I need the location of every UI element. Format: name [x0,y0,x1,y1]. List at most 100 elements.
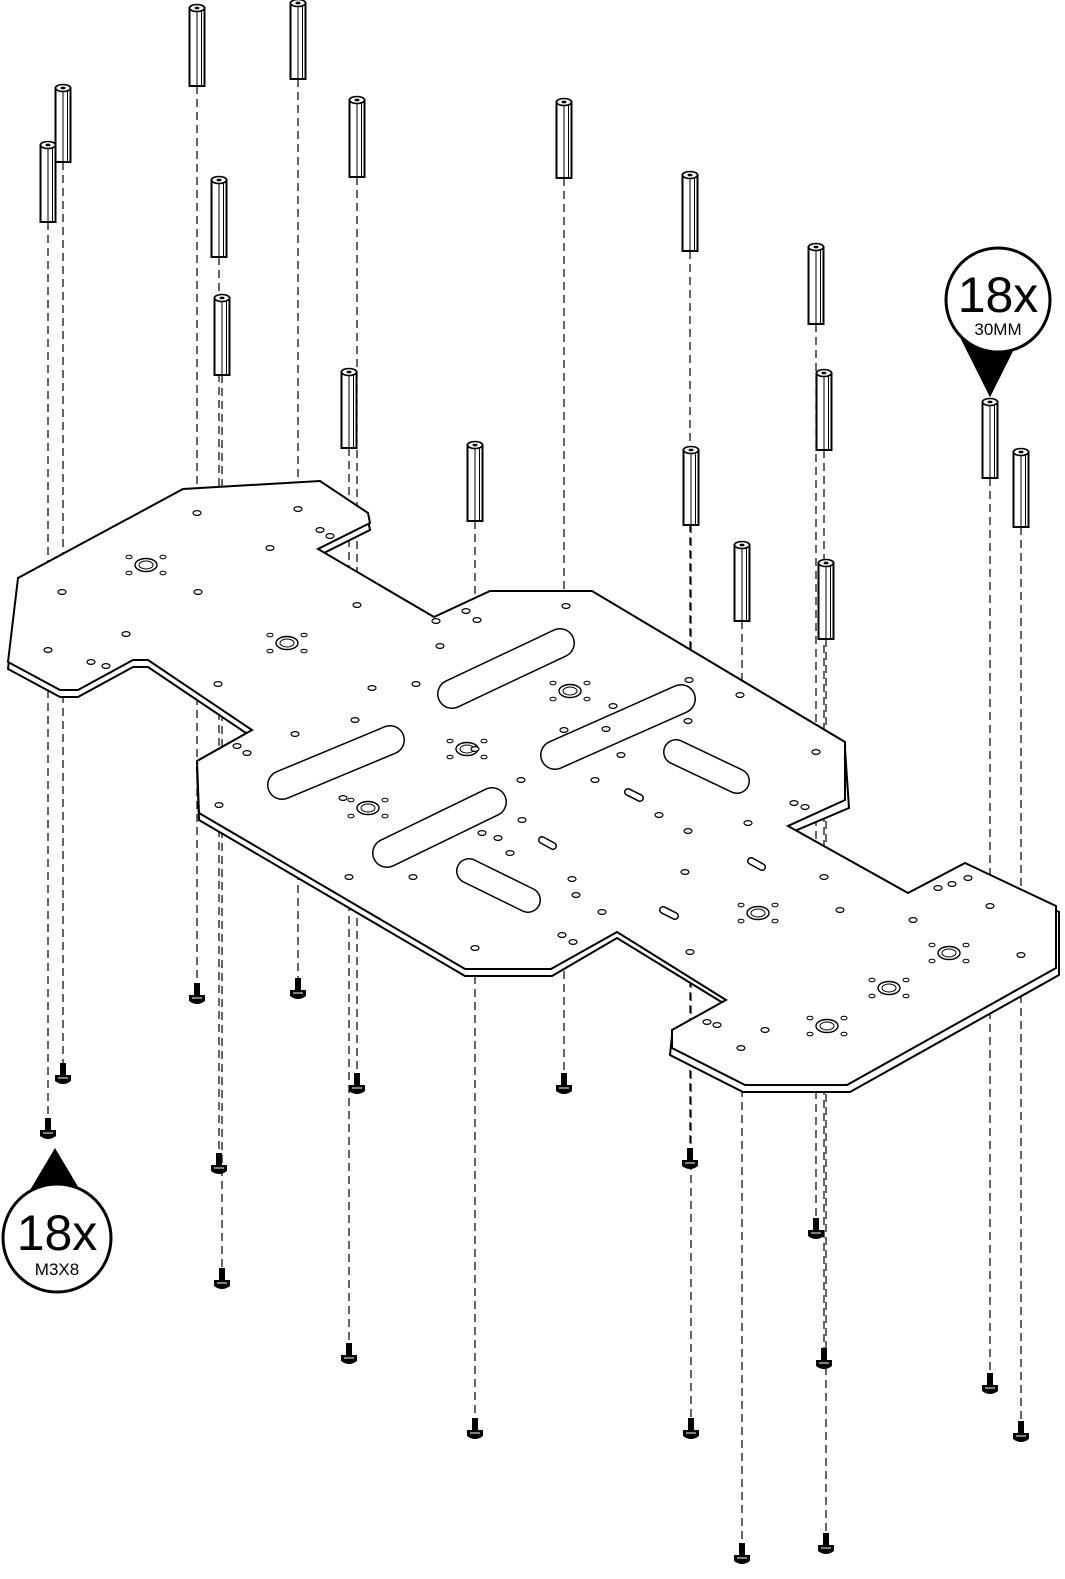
mount-hole [192,510,202,517]
motor-mount-icon [868,977,910,999]
m3-screw-icon [214,1268,230,1289]
hex-standoff-icon [682,445,700,526]
mount-hole [685,948,695,955]
mount-hole [477,829,487,836]
hex-standoff-icon [681,170,699,252]
mount-hole [344,873,354,880]
m3-screw-icon [349,1073,365,1094]
mount-hole [557,931,567,938]
hex-standoff-icon [817,558,835,640]
plate-slot [659,906,679,920]
mount-hole [819,873,829,880]
mount-hole [431,617,441,624]
mount-hole [963,874,973,881]
m3-screw-icon [682,1148,698,1169]
callout-circle [1,1182,113,1294]
motor-mount-icon [737,902,779,924]
m3-screw-icon [683,1418,699,1439]
mount-hole [743,819,753,826]
hex-standoff-icon [340,367,358,449]
hex-standoff-icon [815,368,833,451]
plate-slot [538,836,557,850]
plate-slot [437,628,575,709]
screw-count: 18x [17,1205,98,1261]
standoff-spec: 30MM [974,320,1021,339]
m3-screw-icon [341,1343,357,1364]
hex-standoff-icon [807,242,825,325]
mount-hole [408,873,418,880]
plate-slot [747,857,766,871]
screw-spec: M3X8 [35,1260,79,1279]
mount-hole [101,662,111,669]
mount-hole [947,880,957,887]
mount-hole [290,730,300,737]
mount-hole [435,642,445,649]
plate-slot [456,858,541,913]
mount-hole [232,742,242,749]
m3-screw-icon [816,1348,832,1369]
mount-hole [654,811,664,818]
mount-hole [470,745,480,752]
m3-screw-icon [467,1418,483,1439]
mount-hole [411,680,421,687]
plate-slot [267,725,405,800]
mount-hole [736,1044,746,1051]
mount-hole [315,526,325,533]
m3-screw-icon [211,1153,227,1174]
m3-screw-icon [290,978,306,999]
m3-screw-icon [556,1073,572,1094]
mount-hole [908,916,918,923]
mount-hole [683,717,693,724]
mount-hole [470,944,480,951]
mount-hole [568,938,578,945]
mount-hole [616,751,626,758]
callout-pointer-icon [29,1148,81,1193]
hex-standoff-icon [289,0,307,80]
plate-slot [540,684,696,770]
hex-standoff-icon [39,140,57,223]
m3-screw-icon [55,1063,71,1084]
motor-mount-icon [266,632,308,654]
mount-hole [516,776,526,783]
plate-slot [663,739,750,794]
mount-hole [789,799,799,806]
mount-hole [1016,951,1026,958]
m3-screw-icon [189,983,205,1004]
mount-hole [242,749,252,756]
mount-hole [325,532,335,539]
motor-mount-icon [806,1015,848,1037]
m3-screw-icon [1013,1421,1029,1442]
mount-hole [680,868,690,875]
mount-hole [608,702,618,709]
mount-hole [472,616,482,623]
mount-hole [367,684,377,691]
mount-hole [338,794,348,801]
mount-hole [505,849,515,856]
hex-standoff-icon [733,540,751,622]
standoff-callout: 18x 30MM [944,246,1052,398]
motor-mount-icon [549,680,591,702]
mount-hole [811,748,821,755]
mount-hole [597,908,607,915]
mount-hole [517,816,527,823]
hex-standoff-icon [555,97,573,179]
mount-hole [571,891,581,898]
mount-hole [265,544,275,551]
motor-mount-icon [446,738,488,760]
hex-standoff-icon [213,293,231,376]
motor-mount-icon [347,797,389,819]
m3-screw-icon [818,1533,834,1554]
mount-hole [712,1021,722,1028]
m3-screw-icon [40,1118,56,1139]
mount-hole [933,884,943,891]
standoff-count: 18x [958,267,1039,323]
mount-hole [213,680,223,687]
plate-slot [624,788,644,802]
callout-circle [944,246,1052,354]
mount-hole [559,726,569,733]
hex-standoff-icon [348,95,366,178]
mount-hole [214,801,224,808]
mount-hole [683,827,693,834]
